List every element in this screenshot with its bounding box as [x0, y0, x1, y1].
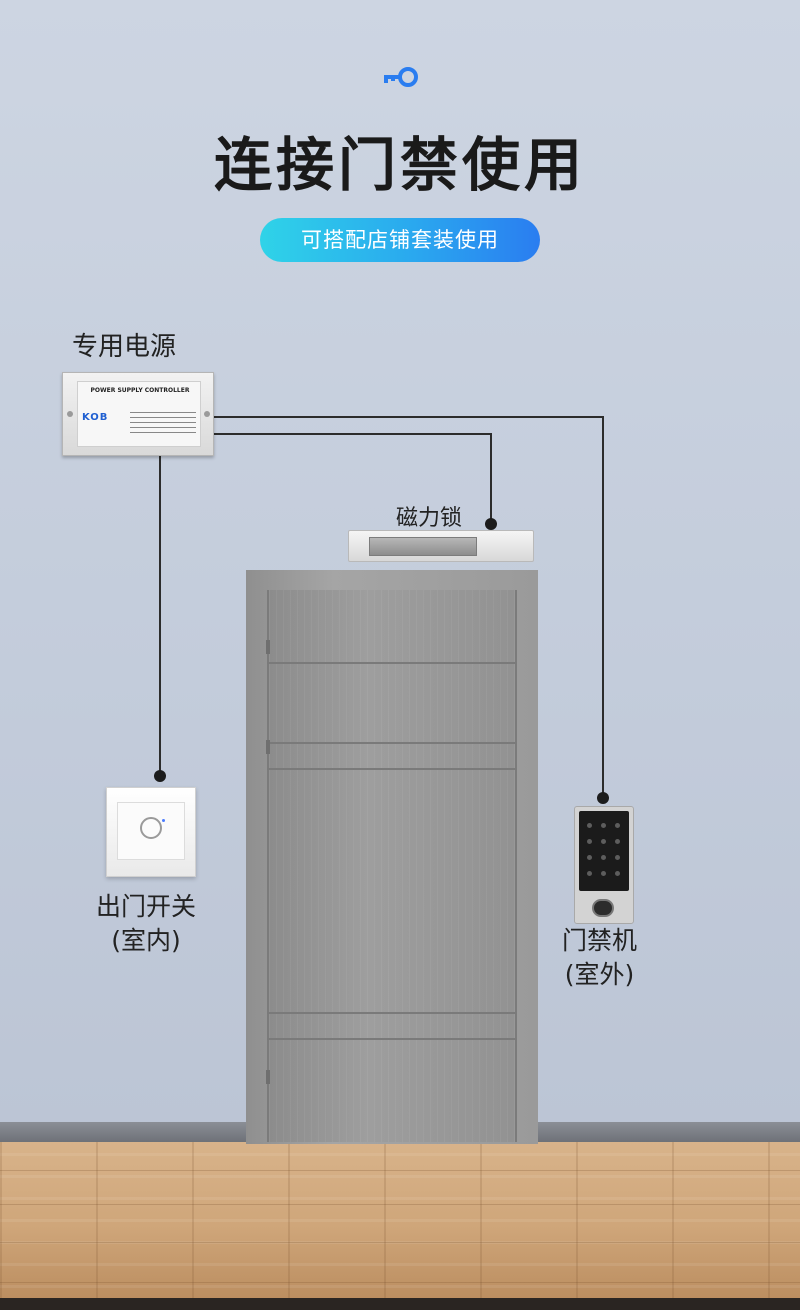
keypad-label-line1: 门禁机: [562, 926, 638, 955]
wood-floor: [0, 1142, 800, 1310]
wire-psu-to-keypad-h: [214, 416, 604, 418]
subtitle-pill: 可搭配店铺套装使用: [260, 218, 540, 262]
power-supply-panel: POWER SUPPLY CONTROLLER KOB: [77, 381, 201, 447]
door-hinge: [266, 740, 270, 754]
wire-psu-to-lock-v: [490, 433, 492, 523]
keypad-face: [579, 811, 629, 891]
wire-psu-to-exit-v: [159, 456, 161, 774]
panel-title: POWER SUPPLY CONTROLLER: [90, 387, 190, 394]
power-supply-label: 专用电源: [72, 332, 177, 362]
keypad-label-line2: (室外): [564, 960, 635, 989]
exit-switch-label-line2: (室内): [111, 926, 181, 955]
door-groove: [267, 1038, 517, 1040]
door-leaf: [267, 590, 517, 1142]
wire-psu-to-lock-h: [214, 433, 492, 435]
exit-switch-device: [106, 787, 196, 877]
spec-lines: [130, 412, 196, 437]
exit-ring-icon: [140, 817, 162, 839]
power-supply-box: POWER SUPPLY CONTROLLER KOB: [62, 372, 214, 456]
keypad-label: 门禁机 (室外): [562, 924, 637, 992]
mag-lock-label: 磁力锁: [396, 506, 463, 531]
exit-switch-face: [117, 802, 185, 860]
mag-lock-core: [369, 537, 477, 556]
door-groove: [267, 768, 517, 770]
exit-switch-label: 出门开关 (室内): [96, 890, 196, 958]
terminal-dot-lock: [485, 518, 497, 530]
page-title: 连接门禁使用: [213, 131, 586, 199]
door-hinge: [266, 1070, 270, 1084]
key-icon: [384, 67, 418, 87]
wire-psu-to-keypad-v: [602, 416, 604, 796]
terminal-dot-keypad: [597, 792, 609, 804]
door-groove: [267, 662, 517, 664]
brand-mark: KOB: [82, 412, 109, 423]
status-led-icon: [162, 819, 165, 822]
door-groove: [267, 742, 517, 744]
fingerprint-sensor-icon: [592, 899, 614, 917]
terminal-dot-exit: [154, 770, 166, 782]
access-keypad-device: [574, 806, 634, 924]
bottom-strip: [0, 1298, 800, 1310]
exit-switch-label-line1: 出门开关: [96, 892, 197, 921]
door-hinge: [266, 640, 270, 654]
mag-lock-device: [348, 530, 534, 562]
door-groove: [267, 1012, 517, 1014]
